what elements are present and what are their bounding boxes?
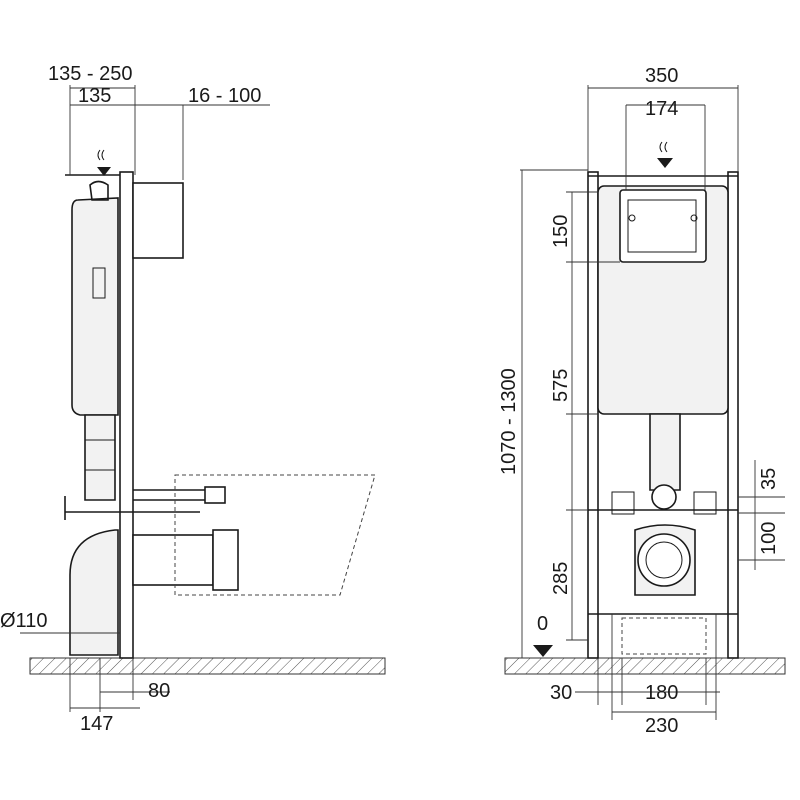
outlet-pipe <box>132 534 214 586</box>
dim-tank-height: 575 <box>550 369 572 402</box>
floor-left <box>29 657 386 675</box>
dim-147: 147 <box>80 713 113 735</box>
side-view: 135 - 250 135 16 - 100 Ø110 80 147 <box>0 63 386 735</box>
front-inlet-arrow <box>657 158 673 168</box>
dim-total-height: 1070 - 1300 <box>498 368 520 475</box>
dim-230: 230 <box>645 715 678 737</box>
flush-outlet <box>651 484 677 510</box>
front-frame-left <box>587 171 599 659</box>
dim-80: 80 <box>148 680 170 702</box>
drain-elbow <box>69 529 119 656</box>
flush-plate <box>619 189 707 263</box>
dim-plate-width: 174 <box>645 98 678 120</box>
front-view: 350 174 1070 - 1300 150 575 285 0 35 100 <box>498 65 786 737</box>
bowl-outline <box>174 474 376 596</box>
floor-right <box>504 657 786 675</box>
dim-pipe-diameter: Ø110 <box>0 610 47 632</box>
dim-100: 100 <box>758 522 780 555</box>
water-inlet-arrow <box>97 167 111 176</box>
dim-35: 35 <box>758 468 780 490</box>
dim-plate-height: 150 <box>550 215 572 248</box>
front-frame-right <box>727 171 739 659</box>
dim-offset-range: 16 - 100 <box>188 85 261 107</box>
flush-box <box>132 182 184 259</box>
dim-285: 285 <box>550 562 572 595</box>
side-frame <box>119 171 134 659</box>
dim-width: 350 <box>645 65 678 87</box>
dim-180: 180 <box>645 682 678 704</box>
dim-zero: 0 <box>537 613 548 635</box>
dim-30: 30 <box>550 682 572 704</box>
dim-depth-range: 135 - 250 <box>48 63 133 85</box>
side-cistern <box>71 197 119 416</box>
zero-level-marker <box>533 645 553 657</box>
dim-depth: 135 <box>78 85 111 107</box>
